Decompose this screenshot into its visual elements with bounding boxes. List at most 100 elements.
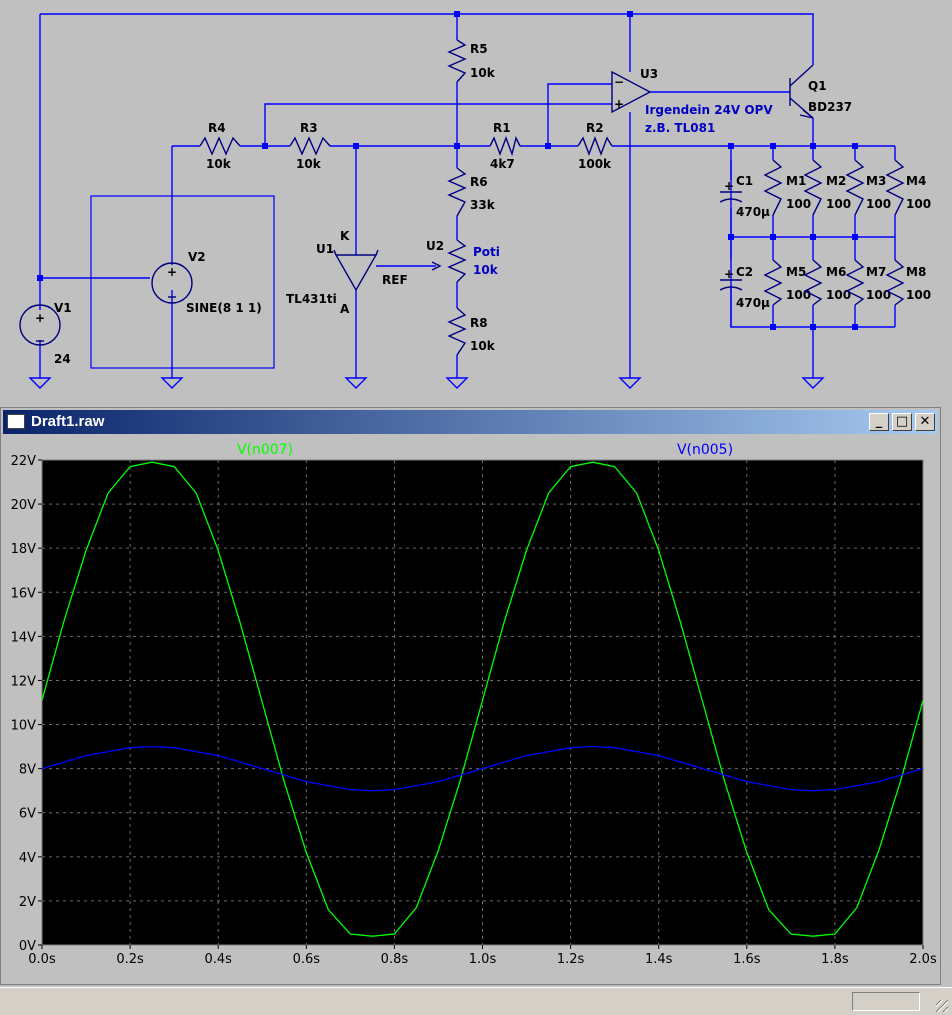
- svg-text:100k: 100k: [578, 157, 612, 171]
- svg-text:M5: M5: [786, 265, 806, 279]
- window-titlebar[interactable]: Draft1.raw _ □ ✕: [3, 410, 938, 434]
- resistor-r1[interactable]: R1 4k7: [489, 121, 521, 171]
- resistor-r6[interactable]: R6 33k: [447, 167, 496, 217]
- svg-text:+: +: [724, 179, 734, 193]
- svg-text:R8: R8: [470, 316, 488, 330]
- svg-text:R2: R2: [586, 121, 604, 135]
- svg-text:U3: U3: [640, 67, 658, 81]
- voltage-source-v2[interactable]: + V2 SINE(8 1 1): [151, 250, 262, 315]
- svg-text:100: 100: [866, 288, 891, 302]
- svg-text:U2: U2: [426, 239, 444, 253]
- svg-text:10k: 10k: [473, 263, 499, 277]
- svg-text:M7: M7: [866, 265, 886, 279]
- svg-text:M2: M2: [826, 174, 846, 188]
- svg-text:10k: 10k: [470, 66, 496, 80]
- voltage-source-v1[interactable]: + V1 24: [19, 301, 72, 366]
- svg-text:M6: M6: [826, 265, 846, 279]
- svg-text:24: 24: [54, 352, 71, 366]
- svg-text:100: 100: [826, 197, 851, 211]
- capacitor-c2[interactable]: + C2 470µ: [719, 265, 770, 310]
- resize-grip[interactable]: [936, 1000, 948, 1012]
- resistor-r8[interactable]: R8 10k: [447, 307, 496, 356]
- v2-box: [90, 195, 275, 369]
- svg-text:10k: 10k: [296, 157, 322, 171]
- legend-label: V(n007): [237, 442, 293, 458]
- svg-text:M8: M8: [906, 265, 926, 279]
- load-m7[interactable]: M7 100: [845, 259, 891, 306]
- svg-text:Q1: Q1: [808, 79, 827, 93]
- svg-text:R6: R6: [470, 175, 488, 189]
- svg-text:C2: C2: [736, 265, 753, 279]
- opamp-u3[interactable]: − + U3 Irgendein 24V OPV z.B. TL081: [611, 67, 773, 135]
- svg-text:z.B. TL081: z.B. TL081: [645, 121, 715, 135]
- load-m1[interactable]: M1 100: [763, 159, 811, 216]
- svg-text:Poti: Poti: [473, 245, 500, 259]
- resistor-r3[interactable]: R3 10k: [289, 121, 331, 171]
- svg-text:+: +: [724, 267, 734, 281]
- y-tick-label: 20V: [11, 498, 37, 513]
- waveform-icon: [7, 414, 25, 429]
- svg-text:−: −: [614, 75, 624, 89]
- x-tick-label: 2.0s: [909, 952, 937, 967]
- resistor-r5[interactable]: R5 10k: [447, 39, 496, 83]
- svg-text:10k: 10k: [206, 157, 232, 171]
- capacitor-c1[interactable]: + C1 470µ: [719, 174, 770, 219]
- maximize-button[interactable]: □: [892, 413, 912, 431]
- minimize-button[interactable]: _: [869, 413, 889, 431]
- y-tick-label: 8V: [19, 763, 36, 778]
- load-m6[interactable]: M6 100: [803, 259, 851, 306]
- resistor-r4[interactable]: R4 10k: [199, 121, 241, 171]
- schematic-canvas[interactable]: R5 10k R4 10k R3 10k R1 4k7 R2 100k R6 3…: [0, 0, 952, 405]
- y-tick-label: 12V: [11, 674, 37, 689]
- junction-dots: [37, 11, 858, 330]
- y-tick-label: 22V: [11, 454, 37, 469]
- svg-text:V2: V2: [188, 250, 206, 264]
- y-tick-label: 16V: [11, 586, 37, 601]
- load-m8[interactable]: M8 100: [885, 259, 931, 306]
- shunt-regulator-u1[interactable]: K U1 TL431ti A REF: [286, 229, 408, 316]
- x-tick-label: 0.2s: [116, 952, 144, 967]
- svg-text:BD237: BD237: [808, 100, 852, 114]
- transistor-q1[interactable]: Q1 BD237: [789, 64, 852, 119]
- load-m2[interactable]: M2 100: [803, 159, 851, 216]
- x-tick-label: 0.6s: [293, 952, 321, 967]
- x-tick-label: 1.4s: [645, 952, 673, 967]
- svg-text:R1: R1: [493, 121, 511, 135]
- load-m3[interactable]: M3 100: [845, 159, 891, 216]
- y-tick-label: 6V: [19, 807, 36, 822]
- y-tick-label: 2V: [19, 895, 36, 910]
- load-m4[interactable]: M4 100: [885, 159, 931, 216]
- load-m5[interactable]: M5 100: [763, 259, 811, 306]
- window-title: Draft1.raw: [31, 413, 105, 430]
- schematic-wires: [39, 13, 896, 378]
- svg-text:+: +: [614, 97, 624, 111]
- svg-text:100: 100: [786, 197, 811, 211]
- y-tick-label: 0V: [19, 939, 36, 954]
- schematic-editor[interactable]: R5 10k R4 10k R3 10k R1 4k7 R2 100k R6 3…: [0, 0, 952, 405]
- svg-text:+: +: [35, 311, 45, 325]
- svg-text:TL431ti: TL431ti: [286, 292, 337, 306]
- svg-text:M3: M3: [866, 174, 886, 188]
- svg-text:33k: 33k: [470, 198, 496, 212]
- status-bar: [0, 987, 952, 1015]
- potentiometer-u2[interactable]: U2 Poti 10k: [426, 239, 500, 283]
- svg-text:4k7: 4k7: [490, 157, 515, 171]
- svg-text:C1: C1: [736, 174, 753, 188]
- svg-text:470µ: 470µ: [736, 296, 770, 310]
- legend-label: V(n005): [677, 442, 733, 458]
- svg-text:K: K: [340, 229, 350, 243]
- x-tick-label: 1.8s: [821, 952, 849, 967]
- svg-text:M4: M4: [906, 174, 926, 188]
- series-line-Vn005: [41, 745, 924, 792]
- x-tick-label: 0.4s: [204, 952, 232, 967]
- series-line-Vn007: [41, 461, 924, 937]
- resistor-r2[interactable]: R2 100k: [577, 121, 613, 171]
- y-tick-label: 18V: [11, 542, 37, 557]
- close-button[interactable]: ✕: [915, 413, 935, 431]
- svg-text:10k: 10k: [470, 339, 496, 353]
- x-tick-label: 0.0s: [28, 952, 56, 967]
- y-tick-label: 14V: [11, 630, 37, 645]
